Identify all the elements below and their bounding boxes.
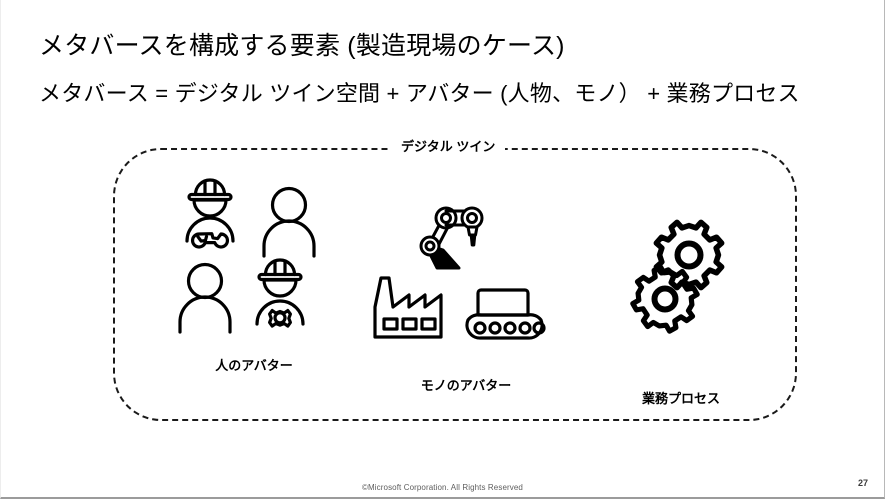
group-people-avatars: 人のアバター <box>161 178 347 374</box>
caption-business-process: 業務プロセス <box>641 391 720 406</box>
copyright-footer: ©Microsoft Corporation. All Rights Reser… <box>362 483 523 492</box>
robot-arm-icon <box>413 200 493 272</box>
people-icon-cluster <box>174 178 334 350</box>
process-icon-cluster <box>611 213 751 349</box>
factory-icon <box>371 274 445 340</box>
person-icon <box>258 186 320 258</box>
page-number: 27 <box>857 478 868 488</box>
group-thing-avatars: モノのアバター <box>366 200 566 394</box>
group-business-process: 業務プロセス <box>581 213 781 407</box>
things-icon-cluster <box>371 200 561 348</box>
worker-with-helmet-and-gear-icon <box>248 258 312 338</box>
caption-people-avatars: 人のアバター <box>215 358 293 373</box>
digital-twin-label: デジタル ツイン <box>391 137 506 157</box>
gears-icon <box>627 213 739 337</box>
page-title: メタバースを構成する要素 (製造現場のケース) <box>39 32 565 60</box>
person-icon <box>174 262 236 334</box>
caption-thing-avatars: モノのアバター <box>420 378 512 393</box>
tracked-vehicle-icon <box>455 282 551 346</box>
worker-with-helmet-and-wrench-icon <box>180 178 240 258</box>
page-subtitle: メタバース = デジタル ツイン空間 + アバター (人物、モノ） + 業務プロ… <box>39 81 800 106</box>
